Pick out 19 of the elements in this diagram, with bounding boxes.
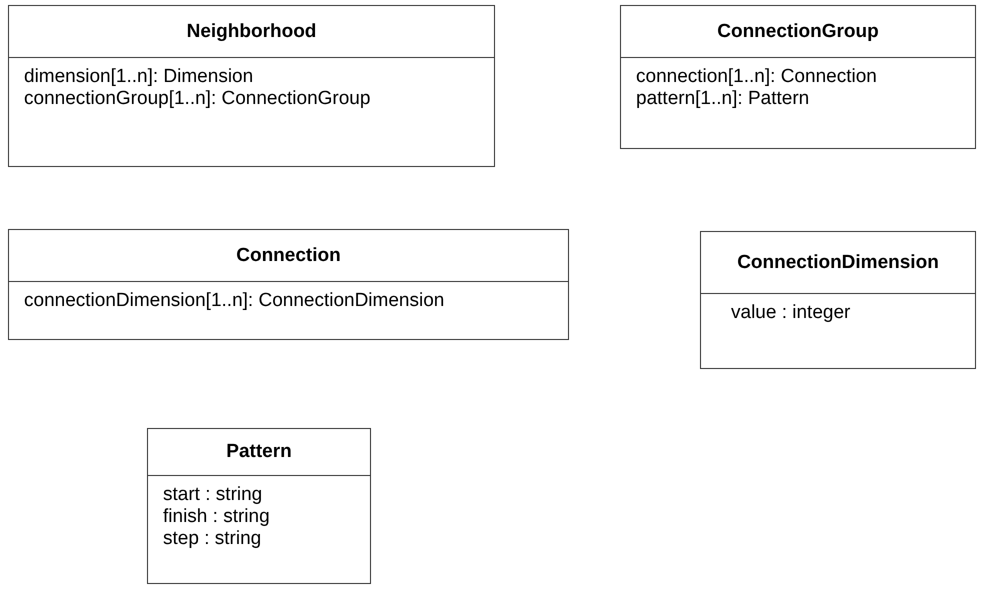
class-box <box>700 231 976 369</box>
class-name: Connection <box>236 244 341 266</box>
class-name: Neighborhood <box>186 20 316 42</box>
class-name: ConnectionGroup <box>717 20 879 42</box>
class-name: ConnectionDimension <box>737 252 939 274</box>
attribute-text: connection[1..n]: Connection <box>636 66 877 87</box>
attribute-text: connectionGroup[1..n]: ConnectionGroup <box>24 88 370 109</box>
class-box <box>147 428 371 584</box>
attribute-text: step : string <box>163 528 262 549</box>
attribute-text: finish : string <box>163 506 270 527</box>
class-box <box>8 5 495 167</box>
attribute-text: pattern[1..n]: Pattern <box>636 88 810 109</box>
class-box <box>8 229 569 340</box>
attribute-text: start : string <box>163 484 262 505</box>
attribute-text: dimension[1..n]: Dimension <box>24 66 254 87</box>
class-box <box>620 5 976 149</box>
attribute-text: value : integer <box>731 302 850 323</box>
attribute-text: connectionDimension[1..n]: ConnectionDimension <box>24 290 444 311</box>
class-name: Pattern <box>226 441 292 463</box>
